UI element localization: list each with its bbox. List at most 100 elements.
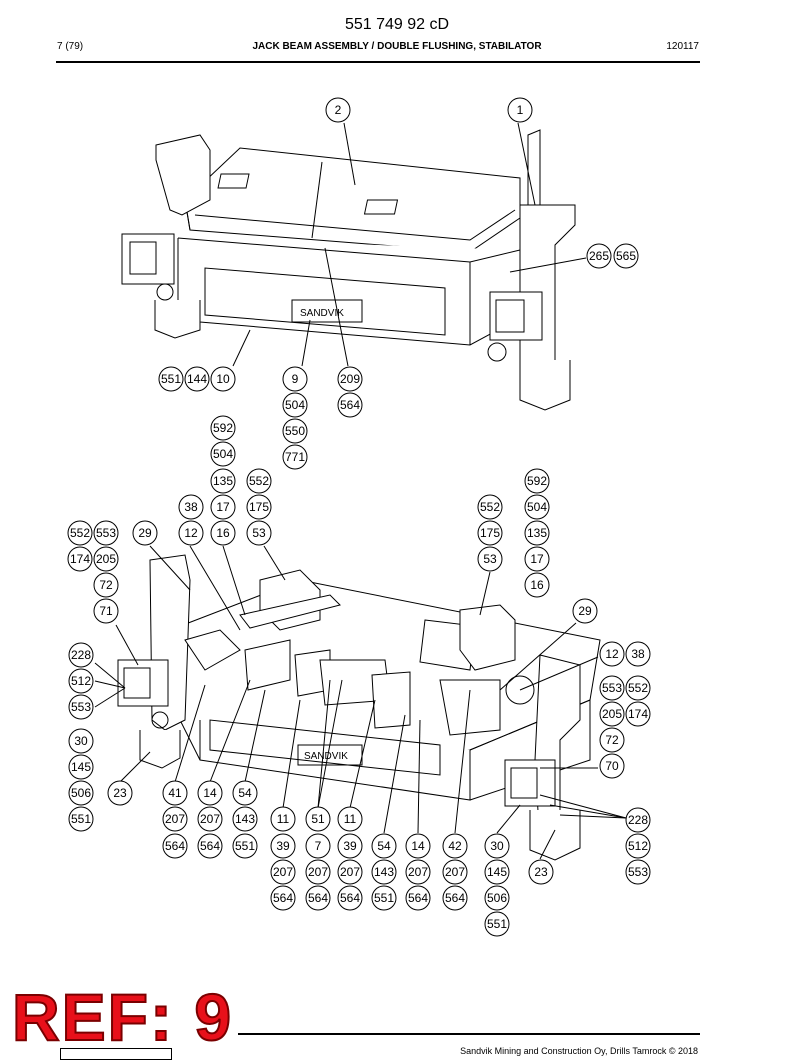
callout: 207 xyxy=(273,865,293,879)
callout: 551 xyxy=(374,891,394,905)
callout: 9 xyxy=(292,372,299,386)
callout: 552 xyxy=(249,474,269,488)
callout: 42 xyxy=(448,839,462,853)
callout: 39 xyxy=(343,839,357,853)
callout: 564 xyxy=(340,398,360,412)
callout: 553 xyxy=(628,865,648,879)
callout: 29 xyxy=(578,604,592,618)
callout: 17 xyxy=(216,500,230,514)
callout: 72 xyxy=(99,578,113,592)
callout: 565 xyxy=(616,249,636,263)
callout: 551 xyxy=(235,839,255,853)
copyright-text: Sandvik Mining and Construction Oy, Dril… xyxy=(460,1046,698,1056)
page-number: 7 (79) xyxy=(57,41,84,52)
callout: 145 xyxy=(487,865,507,879)
callout: 143 xyxy=(235,812,255,826)
callout: 12 xyxy=(605,647,619,661)
callout: 553 xyxy=(602,681,622,695)
callout: 265 xyxy=(589,249,609,263)
callout: 207 xyxy=(165,812,185,826)
callout: 228 xyxy=(71,648,91,662)
callout: 504 xyxy=(285,398,305,412)
callout: 14 xyxy=(411,839,425,853)
callout: 175 xyxy=(249,500,269,514)
callout: 72 xyxy=(605,733,619,747)
leader-lines xyxy=(94,122,627,860)
callout: 1 xyxy=(517,103,524,117)
callout: 506 xyxy=(71,786,91,800)
callout: 135 xyxy=(213,474,233,488)
callout: 553 xyxy=(96,526,116,540)
callout: 23 xyxy=(113,786,127,800)
callout: 54 xyxy=(377,839,391,853)
callout: 207 xyxy=(445,865,465,879)
callout: 592 xyxy=(527,474,547,488)
callout: 205 xyxy=(602,707,622,721)
callout: 228 xyxy=(628,813,648,827)
document-number: 551 749 92 cD xyxy=(344,16,450,33)
callout: 30 xyxy=(490,839,504,853)
callout: 551 xyxy=(161,372,181,386)
callout: 552 xyxy=(480,500,500,514)
callout: 504 xyxy=(213,447,233,461)
callout: 71 xyxy=(99,604,113,618)
callout: 550 xyxy=(285,424,305,438)
callout: 53 xyxy=(483,552,497,566)
callout: 70 xyxy=(605,759,619,773)
callout: 552 xyxy=(70,526,90,540)
callout: 12 xyxy=(184,526,198,540)
ref-stamp: REF: 9 xyxy=(11,980,234,1054)
callout: 592 xyxy=(213,421,233,435)
callout: 564 xyxy=(273,891,293,905)
callout: 11 xyxy=(277,812,290,826)
callout: 51 xyxy=(311,812,325,826)
callout: 135 xyxy=(527,526,547,540)
callout: 54 xyxy=(238,786,252,800)
callout: 143 xyxy=(374,865,394,879)
callout: 7 xyxy=(315,839,322,853)
callout: 39 xyxy=(276,839,290,853)
bottom-assembly: SANDVIK xyxy=(117,554,601,861)
top-assembly: SANDVIK xyxy=(121,129,576,411)
callout: 174 xyxy=(70,552,90,566)
callout: 771 xyxy=(285,450,305,464)
callout: 551 xyxy=(487,917,507,931)
callout: 504 xyxy=(527,500,547,514)
footer-rule xyxy=(238,1033,700,1035)
callout: 506 xyxy=(487,891,507,905)
beam-logo-top: SANDVIK xyxy=(300,308,344,319)
callout: 11 xyxy=(344,812,357,826)
callout: 175 xyxy=(480,526,500,540)
callout: 16 xyxy=(216,526,230,540)
callout: 205 xyxy=(96,552,116,566)
callout: 38 xyxy=(184,500,198,514)
callout: 207 xyxy=(308,865,328,879)
callout: 564 xyxy=(165,839,185,853)
callout: 553 xyxy=(71,700,91,714)
callout: 207 xyxy=(200,812,220,826)
callout: 512 xyxy=(71,674,91,688)
callout: 551 xyxy=(71,812,91,826)
page-title: JACK BEAM ASSEMBLY / DOUBLE FLUSHING, ST… xyxy=(252,41,542,52)
beam-logo-bottom: SANDVIK xyxy=(304,751,348,762)
callout: 2 xyxy=(335,103,342,117)
callout: 207 xyxy=(340,865,360,879)
callout: 564 xyxy=(308,891,328,905)
callout: 144 xyxy=(187,372,207,386)
callout: 14 xyxy=(203,786,217,800)
callout: 552 xyxy=(628,681,648,695)
callout: 207 xyxy=(408,865,428,879)
callout: 29 xyxy=(138,526,152,540)
callout: 30 xyxy=(74,734,88,748)
header-rule xyxy=(56,61,700,63)
callout: 564 xyxy=(340,891,360,905)
callout: 17 xyxy=(530,552,544,566)
callout: 564 xyxy=(200,839,220,853)
callout: 564 xyxy=(408,891,428,905)
callout: 512 xyxy=(628,839,648,853)
callout: 16 xyxy=(530,578,544,592)
callout: 41 xyxy=(168,786,182,800)
footer-logo xyxy=(60,1048,172,1060)
document-code: 120117 xyxy=(666,41,699,52)
